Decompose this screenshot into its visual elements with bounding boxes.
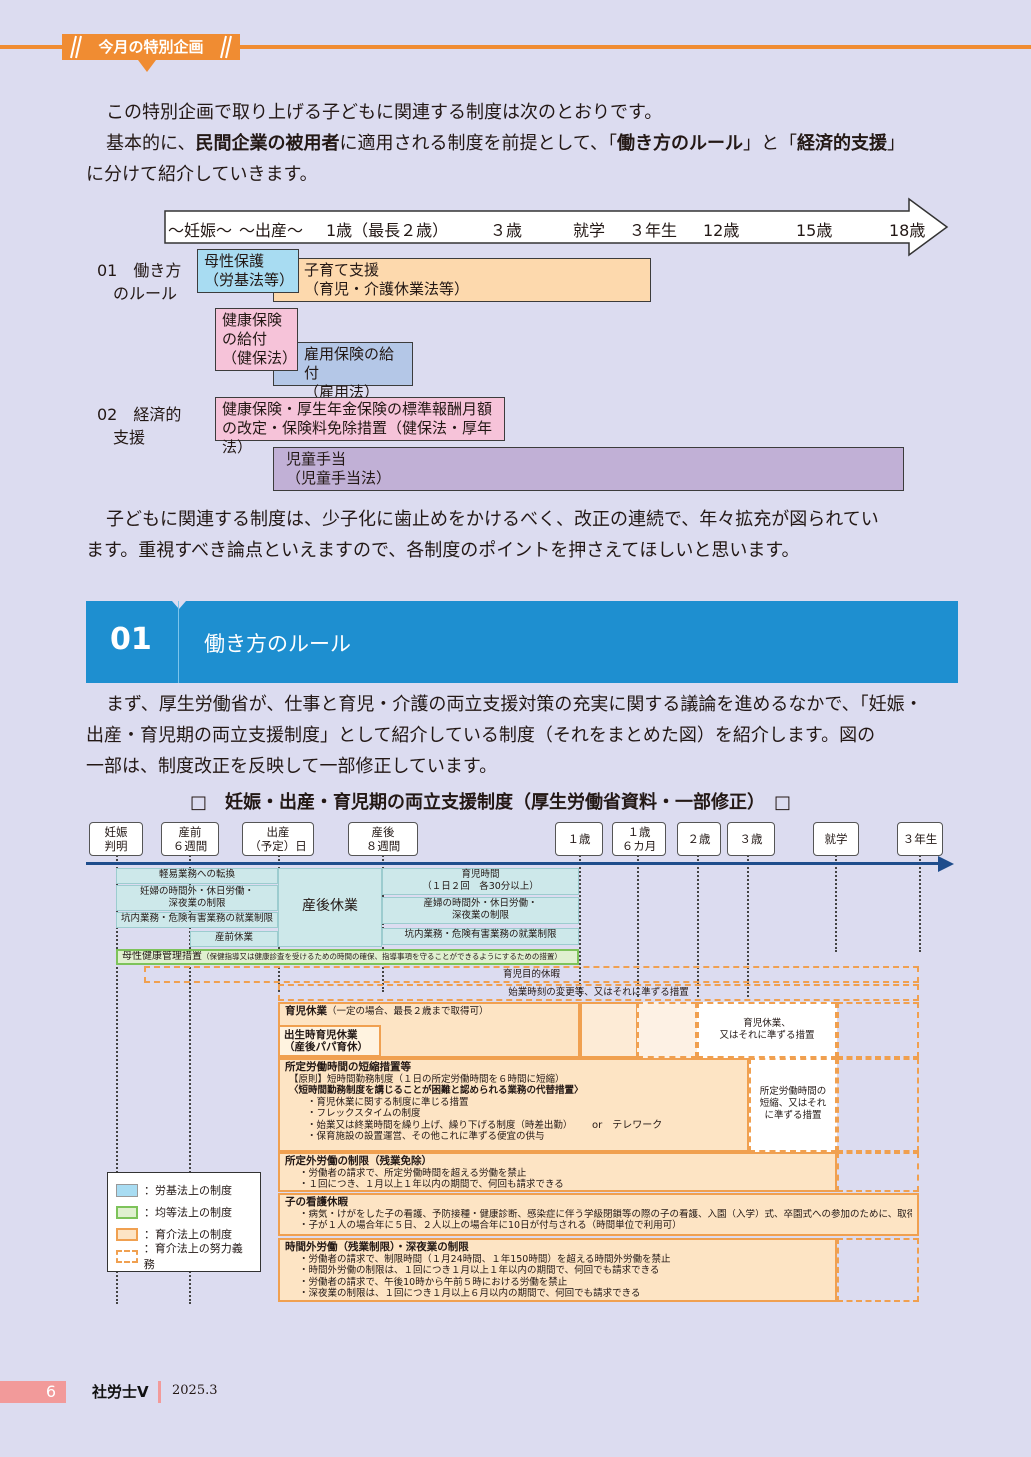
mid-paragraph: 子どもに関連する制度は、少子化に歯止めをかけるべく、改正の連続で、年々拡充が図ら… [86,509,879,561]
tl-label: 15歳 [796,221,833,240]
feature-badge: 今月の特別企画 [62,34,240,60]
tag-2y: ２歳 [677,822,721,856]
teal-nursing-time: 育児時間（１日２回 各30分以上） [382,868,579,895]
slash-decor-icon [220,34,234,60]
tl-label: 12歳 [703,221,740,240]
teal-hazard-left: 坑内業務・危険有害業務の就業制限 [116,912,278,928]
tl-label: ～妊娠～ [168,221,233,240]
tl-label: ～出産～ [239,221,304,240]
tag-pregnancy: 妊娠判明 [89,822,143,856]
issue-date: 2025.3 [172,1383,218,1398]
box-childcare-support: 子育て支援 （育児・介護休業法等） [273,258,651,302]
tag-birth-date: 出産（予定）日 [242,822,314,856]
box-maternity-protection: 母性保護 （労基法等） [197,249,299,293]
box-papa-leave: 出生時育児休業（産後パパ育休） [278,1025,381,1057]
row-label-economic: 02 経済的 支援 [97,405,182,447]
section-paragraph: まず、厚生労働省が、仕事と育児・介護の両立支援対策の充実に関する議論を進めるなか… [86,694,923,777]
legend-item: ：均等法上の制度 [116,1201,252,1223]
intro-line-2: 基本的に、民間企業の被用者に適用される制度を前提として、「働き方のルール」と「経… [106,133,906,154]
page-number: 6 [0,1381,66,1403]
dash-right-4 [837,1238,919,1302]
slash-decor-icon [68,34,82,60]
teal-hazard-right: 坑内業務・危険有害業務の就業制限 [382,928,579,945]
dash-right-2 [837,1058,919,1152]
tl-label: ３年生 [629,221,678,240]
tl-label: 18歳 [889,221,926,240]
box-child-nursing-leave: 子の看護休暇 ・病気・けがをした子の看護、予防接種・健康診断、感染症に伴う学級閉… [278,1193,919,1236]
tl-label: 就学 [573,221,606,240]
intro-line-3: に分けて紹介していきます。 [86,164,318,185]
section-divider [178,601,179,683]
teal-prenatal-leave: 産前休業 [190,931,278,947]
dash-right-3 [837,1152,919,1192]
dotted-guide [835,852,837,952]
dotted-guide [116,852,118,1304]
dash-right-1 [837,1002,919,1058]
teal-postnatal-leave: 産後休業 [278,868,382,947]
tl-label: 1歳（最長２歳） [326,221,449,240]
dotted-guide [189,852,191,1304]
box-childcare-leave-ext1 [580,1002,638,1058]
timeline-axis [86,862,941,865]
feature-badge-label: 今月の特別企画 [98,38,204,56]
section-header [86,601,958,683]
dotted-guide [697,852,699,1052]
teal-overtime-pregnant: 妊婦の時間外・休日労働・深夜業の制限 [116,885,278,911]
dotted-guide [919,852,921,952]
box-overtime-exemption: 所定外労働の制限（残業免除） ・労働者の請求で、所定労働時間を超える労働を禁止 … [278,1152,837,1192]
tag-school: 就学 [813,822,859,856]
legend-item: ：労基法上の制度 [116,1179,252,1201]
magazine-logo: 社労士V [92,1383,149,1401]
box-health-insurance: 健康保険 の給付 （健保法） [215,308,298,371]
intro-line-1: この特別企画で取り上げる子どもに関連する制度は次のとおりです。 [106,102,663,123]
green-maternal-health: 母性健康管理措置（保健指導又は健康診査を受けるための時間の確保、指導事項を守るこ… [116,949,579,965]
tag-1y: １歳 [555,822,603,856]
teal-overtime-postnatal: 産婦の時間外・休日労働・深夜業の制限 [382,897,579,924]
dotted-guide [579,852,581,1052]
badge-pointer [138,60,156,72]
box-overtime-night-limit: 時間外労働（残業制限）・深夜業の制限 ・労働者の請求で、制限時間（１月24時間、… [278,1238,837,1302]
box-shortened-hours-equiv: 所定労働時間の短縮、又はそれに準ずる措置 [749,1058,837,1152]
section-title: 働き方のルール [204,632,351,656]
telework-note: or テレワーク [592,1120,663,1131]
box-childcare-leave-equiv: 育児休業、又はそれに準ずる措置 [697,1002,837,1058]
section-number: 01 [110,622,152,657]
diagram-title: □ 妊娠・出産・育児期の両立支援制度（厚生労働省資料・一部修正） □ [190,792,792,813]
legend: ：労基法上の制度 ：均等法上の制度 ：育介法上の制度 ：育介法上の努力義務 [107,1172,261,1272]
intro-paragraph: この特別企画で取り上げる子どもに関連する制度は次のとおりです。 基本的に、民間企… [86,97,966,190]
tag-3y: ３歳 [727,822,775,856]
footer-divider [158,1381,161,1403]
timeline-arrow-head-icon [938,856,954,872]
dash-start-time-change: 始業時刻の変更等、又はそれに準ずる措置 [278,984,919,1001]
timeline-arrow-icon [164,197,949,257]
legend-item: ：育介法上の努力義務 [116,1242,252,1271]
header-line [0,45,1031,49]
teal-light-work: 軽易業務への転換 [116,868,278,884]
legend-item: ：育介法上の制度 [116,1223,252,1245]
tl-label: ３歳 [490,221,523,240]
box-shortened-hours: 所定労働時間の短縮措置等 【原則】短時間勤務制度（１日の所定労働時間を６時間に短… [278,1058,749,1152]
box-child-allowance: 児童手当 （児童手当法） [273,447,904,491]
row-label-work-rules: 01 働き方 のルール [97,261,182,303]
tag-grade3: ３年生 [897,822,943,856]
box-childcare-leave-ext2 [637,1002,697,1058]
dotted-guide [637,852,639,1052]
box-standard-remuneration: 健康保険・厚生年金保険の標準報酬月額 の改定・保険料免除措置（健保法・厚年法） [215,397,505,456]
dash-childcare-purpose-leave: 育児目的休暇 [144,966,919,983]
section-notch [172,601,186,609]
